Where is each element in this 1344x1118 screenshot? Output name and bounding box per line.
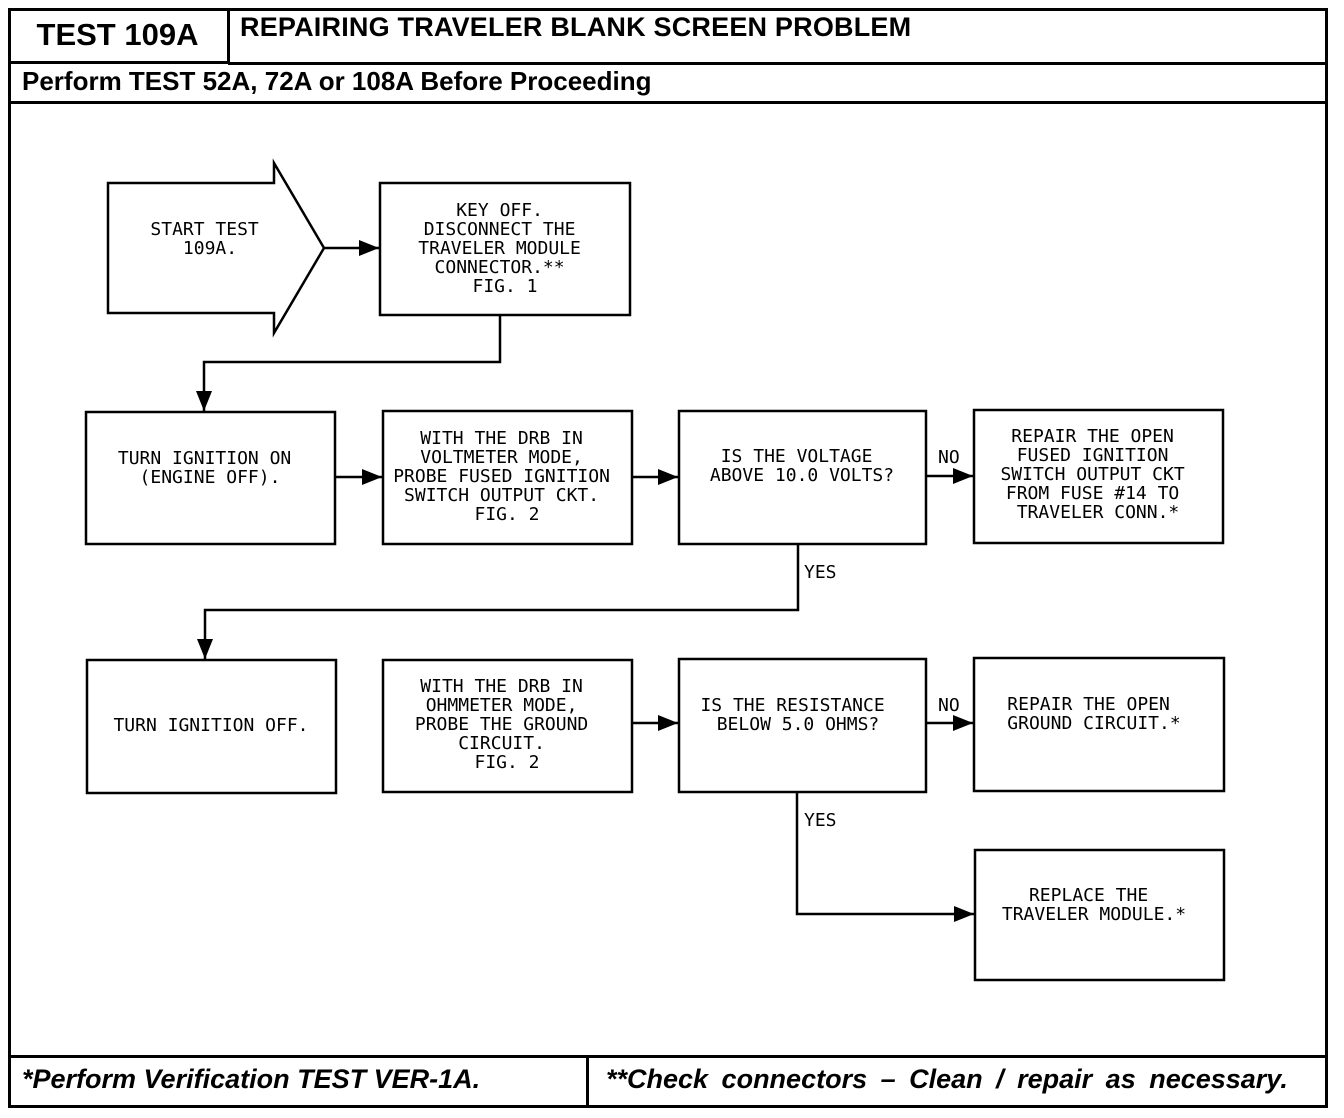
probe-ohmmeter-text: WITH THE DRB IN OHMMETER MODE, PROBE THE…: [415, 676, 599, 773]
prerequisite-note: Perform TEST 52A, 72A or 108A Before Pro…: [22, 66, 652, 96]
connector-keyoff-to-ignon: [196, 315, 502, 411]
verification-note: *Perform Verification TEST VER-1A.: [22, 1064, 481, 1094]
probe-ohmmeter-box: [381, 658, 634, 794]
repair-ignition-box: [972, 408, 1225, 545]
header-bottom-divider: [8, 101, 1328, 104]
key-off-box: [378, 181, 632, 317]
start-text: START TEST 109A.: [150, 219, 269, 259]
key-off-text: KEY OFF. DISCONNECT THE TRAVELER MODULE …: [418, 200, 591, 297]
connector-qvolt-yes: [197, 544, 800, 659]
test-id: TEST 109A: [8, 8, 230, 64]
repair-ignition-text: REPAIR THE OPEN FUSED IGNITION SWITCH OU…: [1000, 426, 1195, 523]
probe-voltmeter-box: [381, 409, 634, 546]
voltage-question-box: [677, 409, 928, 546]
no-label-voltage: NO: [938, 447, 960, 468]
footer-divider: [8, 1055, 1328, 1058]
ignition-on-text: TURN IGNITION ON (ENGINE OFF).: [118, 448, 302, 488]
connector-note: **Check connectors – Clean / repair as n…: [606, 1064, 1288, 1094]
replace-module-text: REPLACE THE TRAVELER MODULE.*: [1002, 885, 1186, 925]
voltage-question-text: IS THE VOLTAGE ABOVE 10.0 VOLTS?: [710, 446, 894, 486]
page-title: REPAIRING TRAVELER BLANK SCREEN PROBLEM: [240, 12, 912, 42]
ignition-off-text: TURN IGNITION OFF.: [113, 715, 308, 736]
resistance-question-box: [677, 657, 928, 794]
resistance-question-text: IS THE RESISTANCE BELOW 5.0 OHMS?: [700, 695, 895, 735]
header-divider: [228, 62, 1328, 65]
repair-ground-text: REPAIR THE OPEN GROUND CIRCUIT.*: [1007, 694, 1180, 734]
footer-column-divider: [586, 1055, 589, 1108]
no-label-resistance: NO: [938, 695, 960, 716]
ignition-off-box: [85, 658, 338, 795]
probe-voltmeter-text: WITH THE DRB IN VOLTMETER MODE, PROBE FU…: [393, 428, 621, 525]
replace-module-box: [973, 848, 1226, 982]
ignition-on-box: [84, 410, 337, 546]
page-frame: [8, 8, 1328, 1108]
start-arrow-shape: [106, 158, 326, 338]
repair-ground-box: [972, 656, 1226, 793]
connector-qohm-yes: [795, 792, 974, 922]
yes-label-voltage: YES: [804, 562, 837, 583]
yes-label-resistance: YES: [804, 810, 837, 831]
